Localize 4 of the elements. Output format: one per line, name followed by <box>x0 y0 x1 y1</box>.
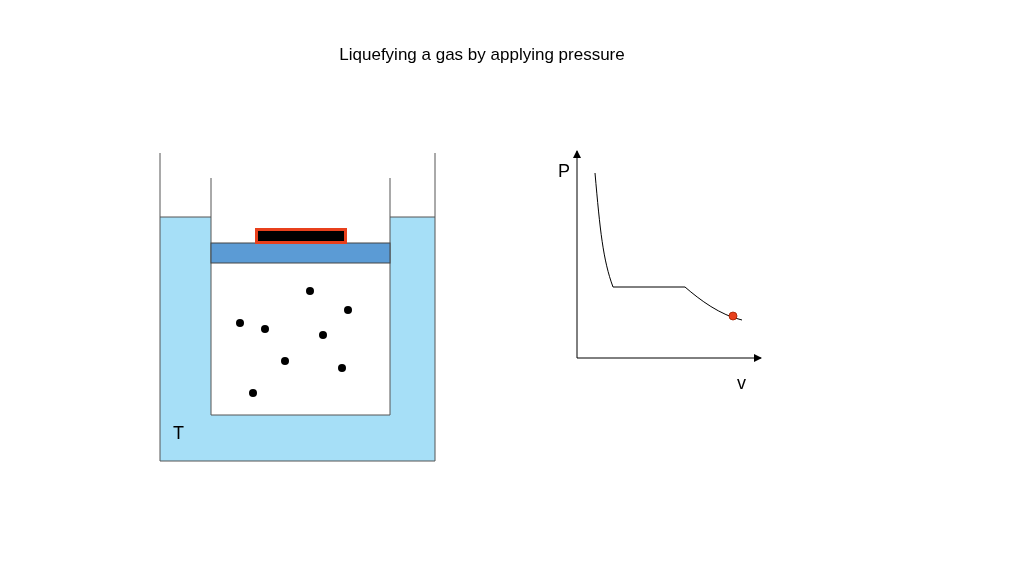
axis-label: P <box>558 162 570 180</box>
temperature-label: T <box>173 424 184 442</box>
title: Liquefying a gas by applying pressure <box>339 46 625 63</box>
axis-label: v <box>737 374 746 392</box>
